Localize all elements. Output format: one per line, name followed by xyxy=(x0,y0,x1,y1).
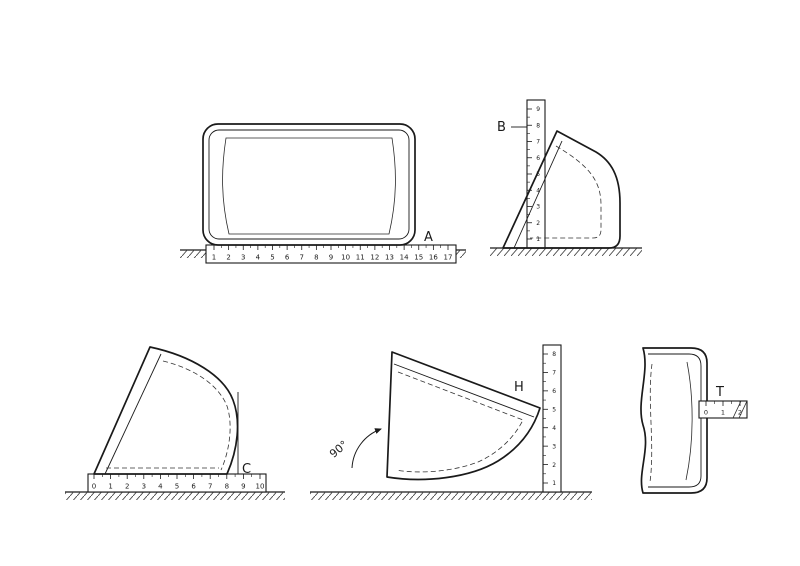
ruler-number: 3 xyxy=(142,483,146,491)
figure-h: 1 2 3 4 5 6 7 8 90° H xyxy=(310,344,592,500)
ruler-number: 4 xyxy=(552,425,556,432)
ruler-number: 5 xyxy=(270,254,274,262)
ruler-number: 4 xyxy=(158,483,163,491)
ruler-number: 5 xyxy=(552,406,556,413)
ruler-number: 17 xyxy=(444,254,453,262)
ruler-number: 2 xyxy=(125,483,129,491)
bucket-hidden-contour xyxy=(649,363,653,483)
ruler-number: 6 xyxy=(191,483,196,491)
ruler-number: 4 xyxy=(256,254,261,262)
ruler-number: 4 xyxy=(536,187,540,194)
label-h: H xyxy=(514,380,524,395)
ruler-number: 6 xyxy=(536,155,540,162)
figure-t: 0 1 2 T xyxy=(640,347,748,494)
bucket-front-inner-edge xyxy=(208,129,410,240)
ruler-b: 1 2 3 4 5 6 7 8 9 xyxy=(526,99,546,249)
ruler-break-hatch xyxy=(738,400,748,419)
ruler-number: 7 xyxy=(536,139,540,146)
ruler-number: 11 xyxy=(356,254,365,262)
ruler-number: 1 xyxy=(212,254,216,262)
ruler-number: 13 xyxy=(385,254,394,262)
label-c: C xyxy=(242,462,251,477)
figure-b: 1 2 3 4 5 6 7 8 9 B xyxy=(490,99,642,256)
ruler-number: 14 xyxy=(400,254,409,262)
ruler-number: 6 xyxy=(552,388,556,395)
ground-hatch xyxy=(65,492,285,500)
bucket-side-outline xyxy=(502,130,621,249)
ruler-number: 9 xyxy=(536,106,540,113)
ruler-number: 5 xyxy=(536,171,540,178)
ruler-number: 1 xyxy=(721,409,725,417)
ruler-number: 7 xyxy=(208,483,212,491)
ruler-number: 0 xyxy=(92,483,96,491)
bucket-side-outline xyxy=(93,346,239,475)
ruler-h: 1 2 3 4 5 6 7 8 xyxy=(542,344,562,493)
angle-value: 90° xyxy=(327,438,350,460)
ruler-number: 8 xyxy=(552,351,556,358)
bucket-inner-edge xyxy=(648,353,702,488)
bucket-hidden-contour xyxy=(395,371,524,473)
bucket-hidden-contour xyxy=(162,360,231,471)
ruler-number: 3 xyxy=(241,254,245,262)
ruler-number: 3 xyxy=(552,443,556,450)
ground-hatch xyxy=(310,492,592,500)
label-t: T xyxy=(715,385,724,400)
ruler-number: 3 xyxy=(536,204,540,211)
ruler-c: 0 1 2 3 4 5 6 7 8 9 10 xyxy=(87,473,267,493)
ruler-number: 8 xyxy=(536,122,540,129)
ruler-number: 10 xyxy=(256,483,265,491)
ruler-number: 8 xyxy=(225,483,229,491)
ruler-number: 1 xyxy=(552,480,556,487)
ruler-number: 0 xyxy=(704,409,708,417)
ruler-number: 10 xyxy=(341,254,350,262)
ruler-number: 15 xyxy=(414,254,423,262)
bucket-hidden-contour xyxy=(530,145,602,239)
bucket-side-outline xyxy=(386,351,541,481)
ruler-number: 8 xyxy=(314,254,318,262)
ruler-break-hatch xyxy=(732,400,742,419)
ruler-number: 7 xyxy=(300,254,304,262)
ruler-number: 2 xyxy=(552,462,556,469)
ruler-number: 6 xyxy=(285,254,290,262)
ruler-number: 2 xyxy=(536,220,540,227)
ruler-number: 1 xyxy=(108,483,112,491)
bucket-inner-wall-curve xyxy=(685,361,693,481)
bucket-front-outline xyxy=(202,123,416,246)
bucket-lip-edge xyxy=(393,363,535,418)
ruler-number: 2 xyxy=(226,254,230,262)
figure-c: 0 1 2 3 4 5 6 7 8 9 10 C xyxy=(65,346,285,500)
ruler-number: 16 xyxy=(429,254,438,262)
bucket-lip-edge xyxy=(104,353,162,475)
label-a: A xyxy=(424,230,433,245)
ruler-number: 1 xyxy=(536,236,540,243)
bucket-lip-edge xyxy=(513,140,563,249)
ruler-number: 12 xyxy=(370,254,379,262)
ruler-number: 7 xyxy=(552,370,556,377)
ruler-number: 5 xyxy=(175,483,179,491)
ruler-number: 9 xyxy=(329,254,333,262)
ruler-number: 9 xyxy=(241,483,245,491)
label-b: B xyxy=(497,120,506,135)
angle-arc-arrow xyxy=(351,428,382,469)
bucket-front-inner-panel xyxy=(222,137,396,235)
ground-hatch xyxy=(490,248,642,256)
ruler-number: 2 xyxy=(738,409,742,417)
